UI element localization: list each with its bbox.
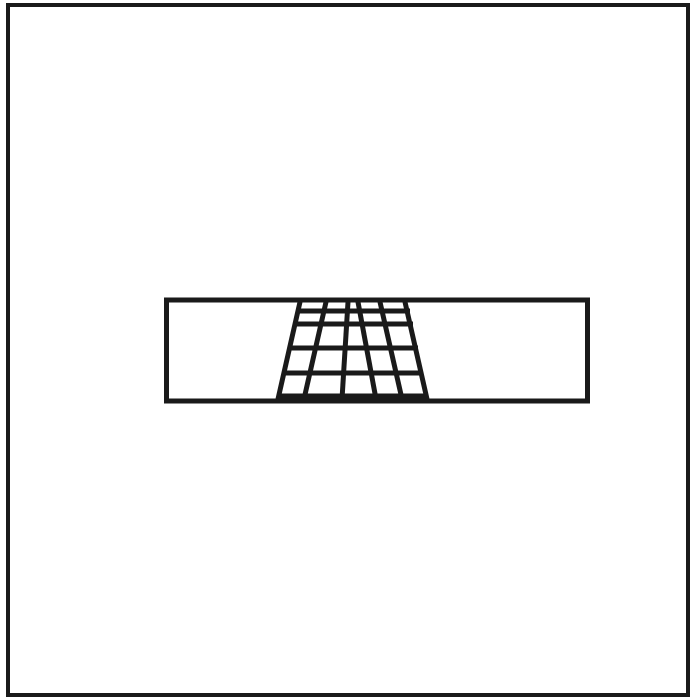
diagram-canvas (0, 0, 692, 698)
diagram-svg (0, 0, 692, 698)
